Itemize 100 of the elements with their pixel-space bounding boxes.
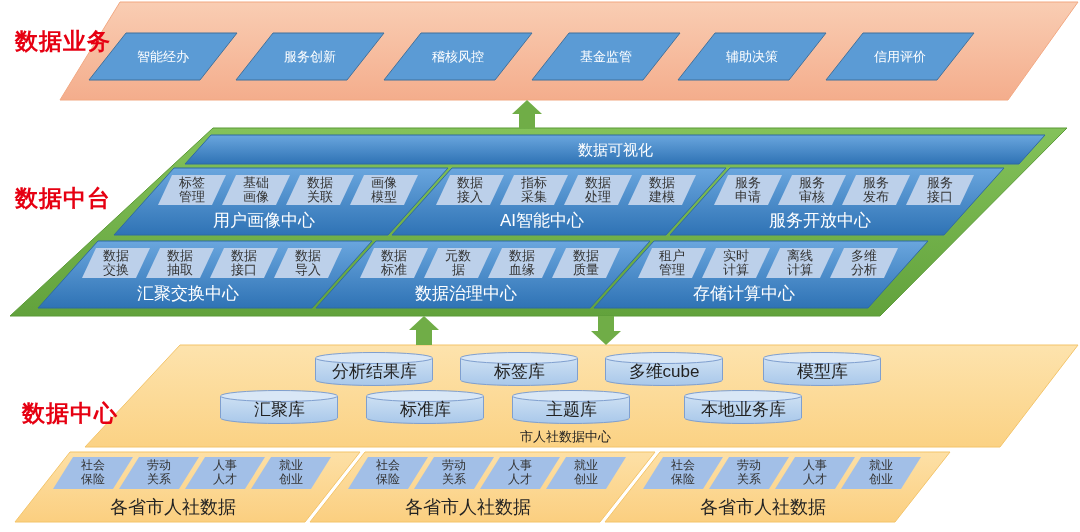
panel-title: 各省市人社数据	[405, 496, 531, 518]
service-tile	[236, 33, 384, 80]
tile-label: 数据质量	[572, 248, 600, 278]
tile-label: 租户管理	[658, 248, 686, 278]
function-tile	[714, 175, 782, 205]
tile-label: 指标采集	[520, 175, 548, 205]
arrow	[409, 316, 439, 345]
tile-label: 数据标准	[380, 248, 408, 278]
function-tile	[628, 175, 696, 205]
tile-label: 智能经办	[137, 49, 189, 64]
tile-label: 数据抽取	[166, 248, 194, 278]
layer-title: 数据业务	[15, 28, 111, 55]
function-tile	[53, 457, 133, 489]
tile-label: 劳动关系	[441, 459, 467, 487]
function-tile	[480, 457, 560, 489]
tile-label: 信用评价	[874, 49, 926, 64]
tile-label: 离线计算	[786, 248, 814, 278]
function-tile	[500, 175, 568, 205]
function-tile	[222, 175, 290, 205]
tile-label: 数据关联	[306, 175, 334, 205]
layer-title: 数据中台	[15, 185, 111, 212]
function-tile	[778, 175, 846, 205]
tile-label: 就业创业	[573, 459, 599, 487]
function-tile	[643, 457, 723, 489]
tile-label: 数据交换	[102, 248, 130, 278]
tile-label: 服务创新	[284, 49, 336, 64]
tile-label: 劳动关系	[736, 459, 762, 487]
database-cylinder	[315, 352, 433, 386]
service-tile	[384, 33, 532, 80]
panel-title: 用户画像中心	[213, 211, 315, 231]
function-tile	[158, 175, 226, 205]
tile-label: 社会保险	[80, 459, 106, 487]
database-label: 标签库	[493, 362, 545, 382]
tile-label: 数据处理	[584, 175, 612, 205]
tile-label: 人事人才	[212, 459, 238, 487]
center-panel	[114, 168, 448, 235]
database-label: 标准库	[399, 400, 451, 420]
database-cylinder	[605, 352, 723, 386]
tile-label: 数据建模	[648, 175, 676, 205]
panel-title: 服务开放中心	[769, 211, 871, 231]
function-tile	[552, 248, 620, 278]
tile-label: 社会保险	[375, 459, 401, 487]
database-label: 汇聚库	[253, 400, 305, 420]
tile-label: 人事人才	[507, 459, 533, 487]
layer-panel	[10, 128, 1067, 316]
function-tile	[360, 248, 428, 278]
panel-title: 数据治理中心	[415, 284, 517, 304]
function-tile	[841, 457, 921, 489]
function-tile	[414, 457, 494, 489]
tile-label: 数据接入	[456, 175, 484, 205]
tile-label: 社会保险	[670, 459, 696, 487]
function-tile	[348, 457, 428, 489]
database-label: 本地业务库	[700, 400, 786, 420]
database-label: 多维cube	[628, 362, 700, 382]
tile-label: 就业创业	[278, 459, 304, 487]
service-tile	[678, 33, 826, 80]
tile-label: 辅助决策	[726, 49, 778, 64]
database-cylinder	[220, 390, 338, 424]
layer-title: 数据中心	[22, 400, 118, 427]
function-tile	[842, 175, 910, 205]
tile-label: 服务申请	[734, 175, 762, 205]
function-tile	[185, 457, 265, 489]
tile-label: 多维分析	[850, 248, 878, 278]
function-tile	[775, 457, 855, 489]
panel-title: AI智能中心	[499, 211, 585, 231]
function-tile	[488, 248, 556, 278]
tile-label: 数据导入	[294, 248, 322, 278]
bar-label: 数据可视化	[577, 140, 653, 159]
tile-label: 服务发布	[862, 175, 890, 205]
tile-label: 元数据	[444, 248, 472, 278]
function-tile	[638, 248, 706, 278]
panel-title: 汇聚交换中心	[137, 284, 239, 304]
function-tile	[546, 457, 626, 489]
function-tile	[286, 175, 354, 205]
function-tile	[830, 248, 898, 278]
tile-label: 人事人才	[802, 459, 828, 487]
function-tile	[82, 248, 150, 278]
center-panel	[38, 241, 372, 308]
function-tile	[766, 248, 834, 278]
function-tile	[436, 175, 504, 205]
banner-bar	[185, 135, 1045, 164]
function-tile	[210, 248, 278, 278]
province-panel	[310, 452, 655, 522]
panel-title: 各省市人社数据	[700, 496, 826, 518]
database-label: 分析结果库	[331, 362, 417, 382]
function-tile	[350, 175, 418, 205]
panel-title: 各省市人社数据	[110, 496, 236, 518]
tile-label: 服务接口	[926, 175, 954, 205]
function-tile	[564, 175, 632, 205]
arrow	[512, 100, 542, 128]
tile-label: 就业创业	[868, 459, 894, 487]
province-panel	[15, 452, 360, 522]
database-cylinder	[460, 352, 578, 386]
arrow	[591, 316, 621, 345]
function-tile	[251, 457, 331, 489]
database-cylinder	[763, 352, 881, 386]
function-tile	[424, 248, 492, 278]
function-tile	[274, 248, 342, 278]
tile-label: 服务审核	[798, 175, 826, 205]
database-cylinder	[684, 390, 802, 424]
